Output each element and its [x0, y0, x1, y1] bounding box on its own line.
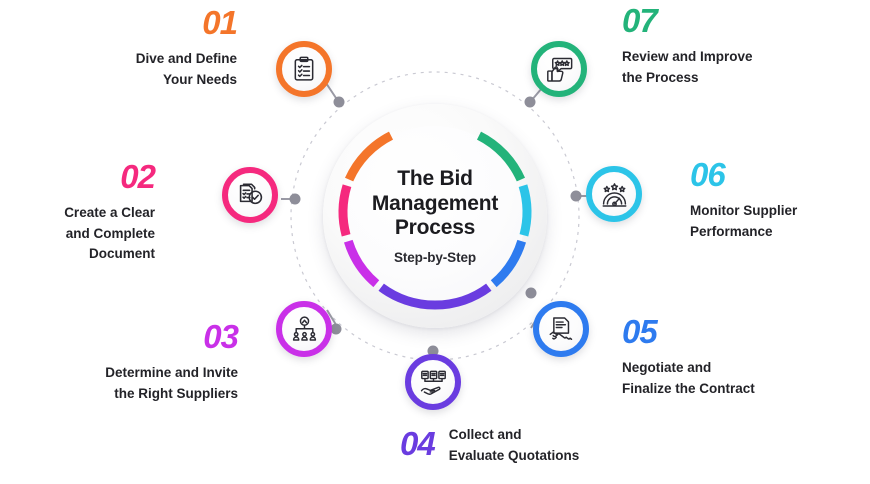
step-badge-04[interactable]	[405, 354, 461, 410]
hub-progress-ring	[338, 131, 532, 310]
step-text-06: 06 Monitor Supplier Performance	[690, 158, 870, 242]
ring-segment-1	[344, 131, 394, 182]
handshake-contract-icon	[549, 316, 572, 340]
step-badge-02[interactable]	[222, 167, 278, 223]
center-hub: The Bid Management Process Step-by-Step	[323, 104, 547, 328]
clipboard-checklist-icon	[294, 56, 314, 81]
connector-node-06	[570, 190, 582, 202]
step-text-03: 03 Determine and Invite the Right Suppli…	[54, 318, 239, 404]
step-badge-01[interactable]	[276, 41, 332, 97]
connector-node-02	[289, 193, 301, 205]
step-number-05: 05	[622, 313, 658, 350]
supplier-hierarchy-icon	[292, 315, 316, 341]
ring-segment-4	[378, 283, 492, 310]
ring-segment-2	[338, 184, 352, 237]
step-number-01: 01	[202, 4, 238, 41]
step-number-04: 04	[400, 425, 436, 462]
step-label-01: Dive and Define Your Needs	[135, 51, 237, 87]
step-badge-03[interactable]	[276, 301, 332, 357]
ring-segment-5	[490, 239, 527, 288]
performance-gauge-icon	[602, 182, 626, 207]
step-label-02: Create a Clear and Complete Document	[64, 205, 155, 262]
step-text-04: 04 Collect and Evaluate Quotations	[400, 425, 640, 466]
ring-segment-7	[476, 131, 526, 182]
step-label-07: Review and Improve the Process	[622, 49, 753, 85]
step-badge-05[interactable]	[533, 301, 589, 357]
step-label-06: Monitor Supplier Performance	[690, 203, 798, 239]
step-text-01: 01 Dive and Define Your Needs	[40, 4, 238, 90]
step-badge-06[interactable]	[586, 166, 642, 222]
step-text-05: 05 Negotiate and Finalize the Contract	[622, 315, 842, 399]
step-label-04: Collect and Evaluate Quotations	[448, 427, 580, 463]
hub-inner-disc	[345, 126, 525, 306]
step-text-02: 02 Create a Clear and Complete Document	[0, 158, 156, 265]
ring-segment-3	[343, 239, 380, 288]
step-number-07: 07	[622, 2, 658, 39]
connector-line-01	[325, 82, 339, 102]
thumbs-up-rating-icon	[546, 57, 572, 82]
step-label-03: Determine and Invite the Right Suppliers	[105, 365, 238, 401]
step-label-05: Negotiate and Finalize the Contract	[622, 360, 755, 396]
step-number-03: 03	[203, 318, 239, 355]
hand-quotations-icon	[420, 370, 446, 395]
ring-segment-6	[518, 184, 532, 237]
step-badge-07[interactable]	[531, 41, 587, 97]
step-number-02: 02	[120, 158, 156, 195]
step-text-07: 07 Review and Improve the Process	[622, 4, 832, 88]
document-approved-icon	[239, 182, 262, 204]
step-number-06: 06	[690, 156, 726, 193]
